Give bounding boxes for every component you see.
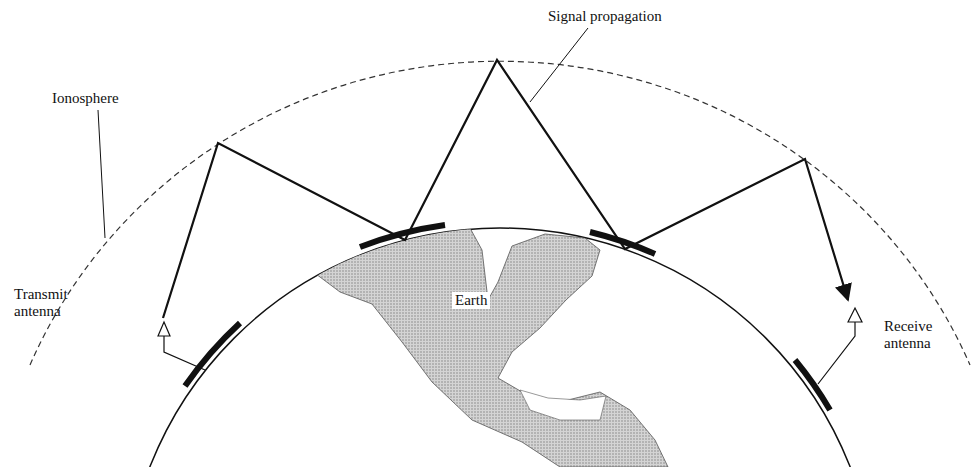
- land-mass: [300, 226, 668, 467]
- receive-antenna: [818, 308, 862, 384]
- antenna-label: Transmit antenna: [14, 286, 92, 319]
- leader-line: [98, 110, 105, 238]
- region-label: Earth: [452, 292, 490, 309]
- signal-ray: [163, 60, 848, 318]
- ground-bar: [185, 225, 830, 410]
- leader-line: [530, 28, 588, 102]
- layer-label: Ionosphere: [52, 90, 119, 107]
- transmit-antenna: [158, 322, 205, 370]
- callout-label: Signal propagation: [548, 8, 662, 25]
- antenna-label: Receive antenna: [884, 318, 964, 351]
- ionosphere-layer: [30, 61, 970, 365]
